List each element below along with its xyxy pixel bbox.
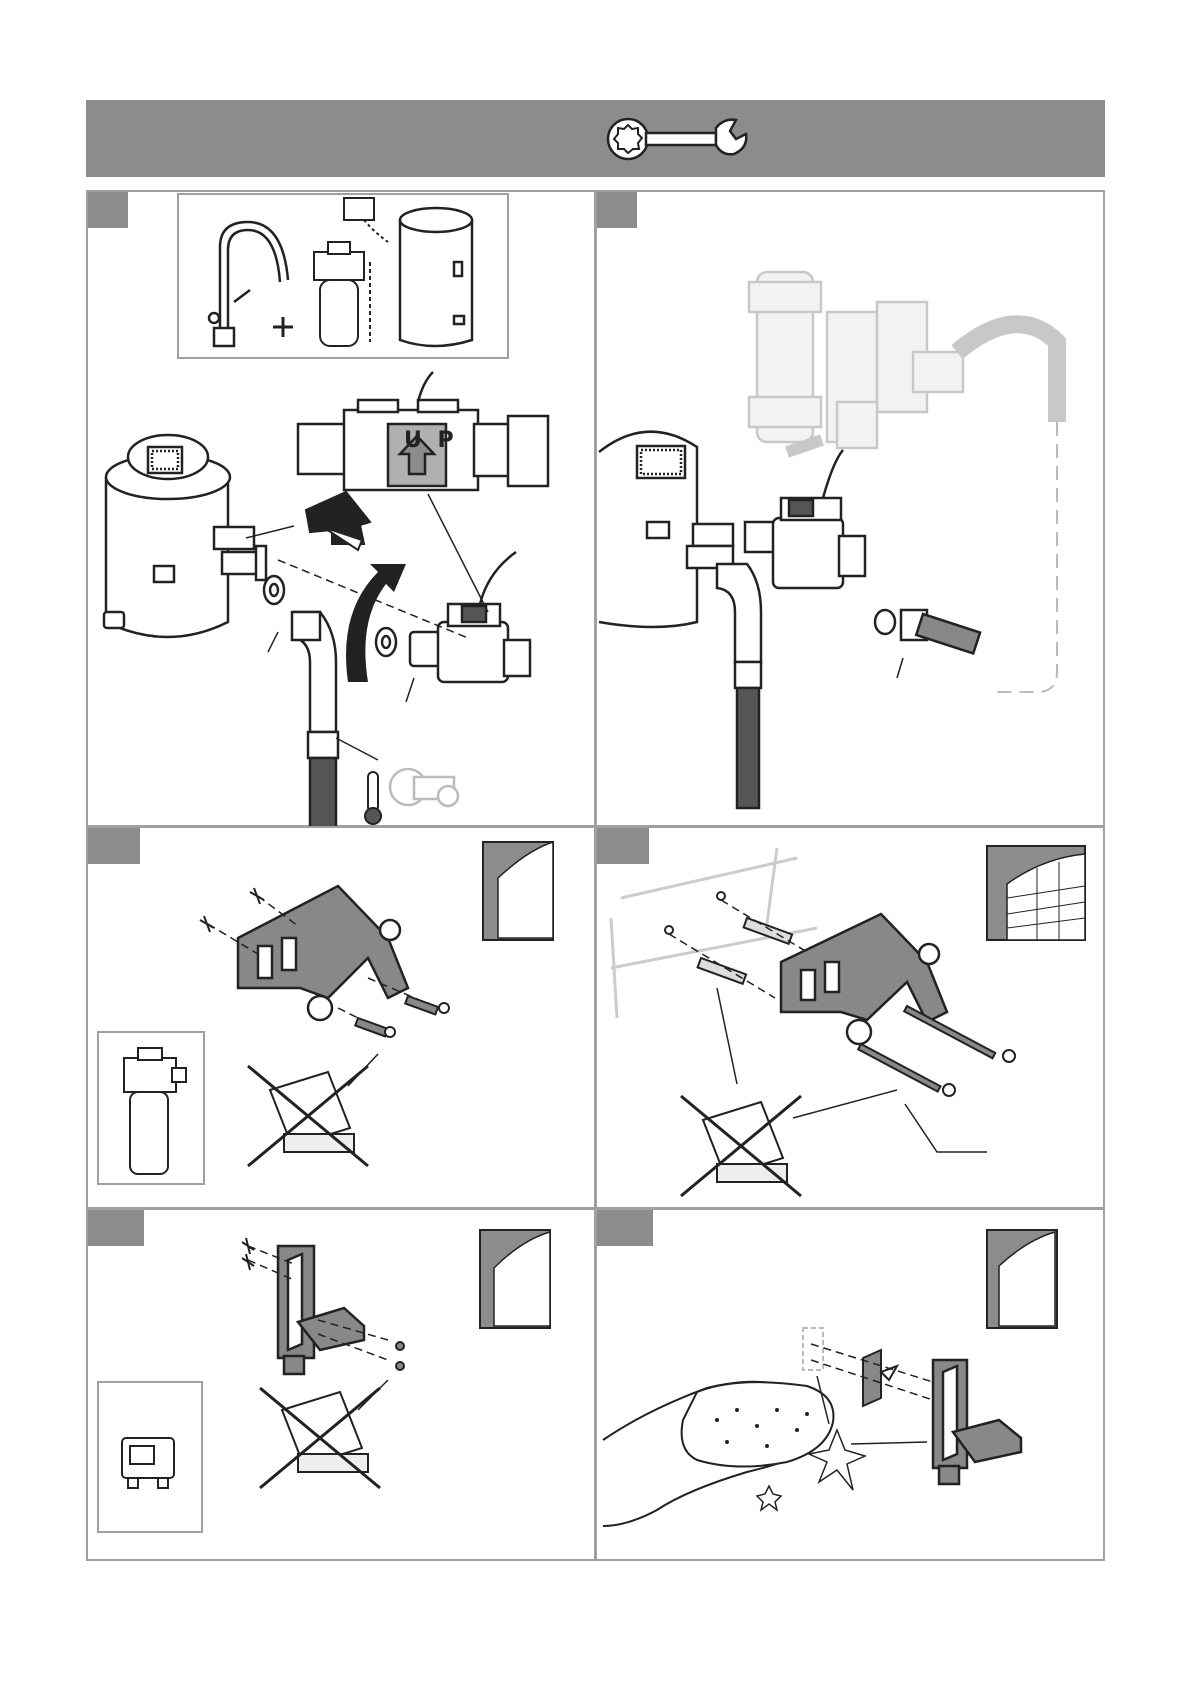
no-knife-icon (248, 1066, 368, 1166)
wall-bracket-icon (238, 886, 408, 1020)
brick-wall-icon (987, 846, 1085, 940)
flow-direction-label: U P (404, 428, 458, 453)
small-bracket-icon (933, 1360, 1021, 1484)
panel-step-4 (595, 826, 1105, 1209)
panel-step-2 (595, 190, 1105, 827)
drywall-icon (987, 1230, 1057, 1328)
hand-sponge-icon (603, 1382, 833, 1526)
pad-position-marker (803, 1328, 823, 1370)
screw-icon (858, 1006, 1015, 1096)
panel-step-6 (595, 1208, 1105, 1561)
small-bracket-icon (278, 1246, 364, 1374)
flow-sensor-icon (410, 552, 530, 682)
panel-step-3 (86, 826, 596, 1209)
flow-sensor-icon (745, 450, 865, 588)
panel-step-1: U P (86, 190, 596, 827)
hose-elbow-icon (717, 564, 761, 808)
drywall-icon (480, 1230, 550, 1328)
angle-valve-icon (390, 769, 458, 806)
hose-elbow-icon (292, 612, 338, 828)
screw-icon (355, 996, 449, 1037)
no-knife-icon (681, 1096, 801, 1196)
header-bar (86, 100, 1105, 177)
wall-bracket-icon (781, 914, 947, 1044)
filter-head-icon (104, 435, 266, 637)
boiler-icon (400, 208, 472, 346)
hose-icon (875, 610, 980, 653)
screw-icon (396, 1342, 404, 1370)
rotate-arrow-icon (346, 564, 406, 682)
no-knife-icon (260, 1388, 380, 1488)
filter-head-icon (599, 432, 733, 627)
thermometer-icon (365, 772, 381, 824)
dowel-icon (698, 918, 793, 984)
wrench-icon (604, 114, 752, 164)
drywall-icon (483, 842, 553, 940)
panel-step-5 (86, 1208, 596, 1561)
